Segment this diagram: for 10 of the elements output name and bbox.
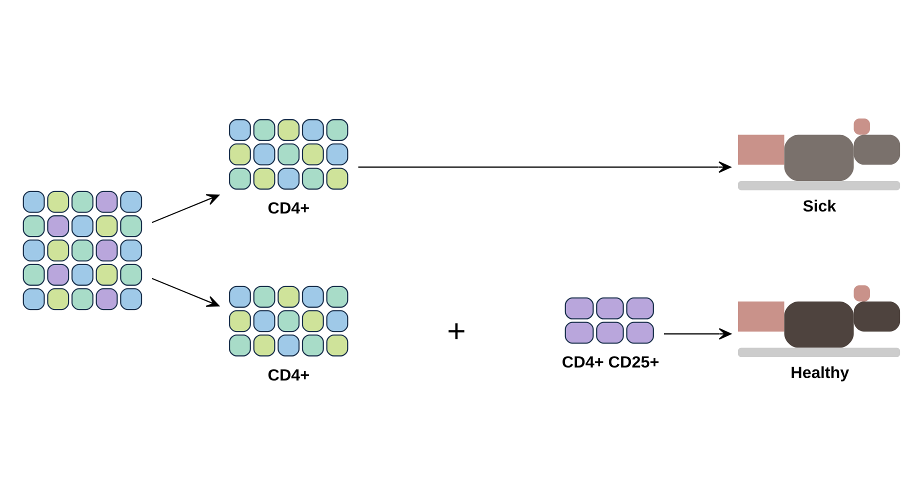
arrow (152, 277, 220, 306)
node-label: CD4+ CD25+ (562, 353, 660, 372)
arrow (152, 194, 220, 223)
node-label: Sick (802, 196, 836, 215)
arrow (664, 328, 732, 340)
node-label: CD4+ (268, 366, 310, 384)
label: + (447, 312, 466, 348)
node-label: Healthy (790, 364, 850, 382)
arrow (358, 160, 732, 172)
node-label: CD4+ (268, 199, 310, 218)
